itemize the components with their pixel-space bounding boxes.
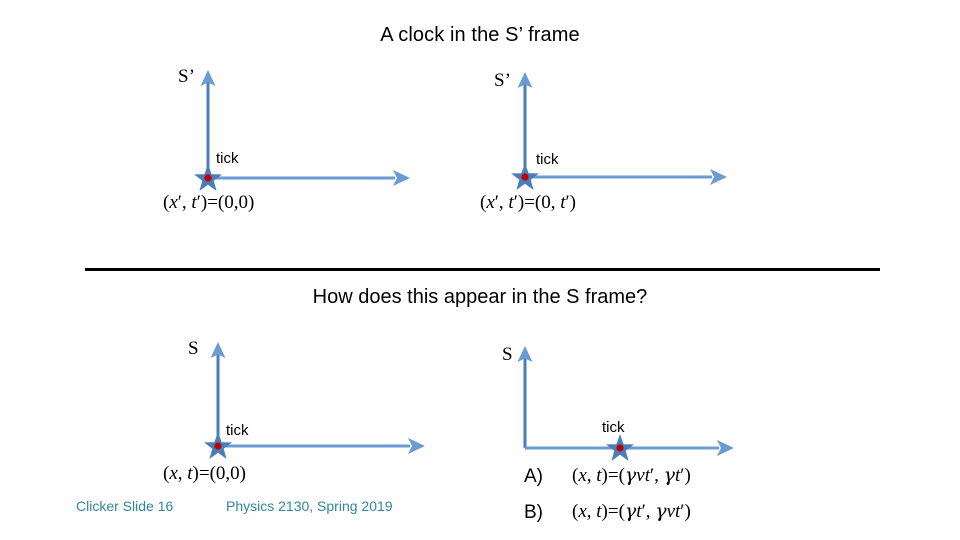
page-title: A clock in the S’ frame (380, 24, 580, 46)
axes-top-right (511, 72, 737, 190)
axes-top-left (194, 70, 420, 191)
tick-event-star (606, 434, 634, 461)
axes-bottom-left (204, 342, 440, 459)
question-text: How does this appear in the S frame? (312, 286, 648, 308)
frame-label-top-left: S’ (178, 66, 195, 87)
vertical-axis-arrowhead (200, 70, 216, 86)
answer-option-b-letter[interactable]: B) (524, 502, 543, 523)
horizontal-axis-arrowhead (393, 170, 410, 186)
answer-option-a-formula[interactable]: (x, t)=(γvt′, γt′) (572, 464, 691, 486)
footer-course-label: Physics 2130, Spring 2019 (226, 498, 393, 514)
horizontal-axis-arrowhead (710, 169, 727, 185)
vertical-axis-arrowhead (517, 72, 533, 88)
answer-option-a-letter[interactable]: A) (524, 466, 543, 487)
formula-bottom-left: (x, t)=(0,0) (163, 463, 246, 484)
vertical-axis-arrowhead (517, 346, 533, 362)
frame-label-bottom-right: S (502, 344, 513, 365)
tick-label-top-right: tick (536, 151, 559, 168)
tick-event-star (204, 432, 232, 459)
tick-event-star (511, 163, 539, 190)
vertical-axis-arrowhead (210, 342, 226, 358)
formula-top-right: (x′, t′)=(0, t′) (480, 192, 576, 213)
axes-bottom-right (512, 344, 747, 461)
tick-label-bottom-right: tick (602, 419, 625, 436)
tick-label-bottom-left: tick (226, 422, 249, 439)
horizontal-axis-arrowhead (408, 438, 425, 454)
footer-slide-number: Clicker Slide 16 (76, 498, 174, 514)
answer-option-b-formula[interactable]: (x, t)=(γt′, γvt′) (572, 500, 691, 522)
formula-top-left: (x′, t′)=(0,0) (163, 192, 255, 213)
tick-label-top-left: tick (216, 150, 239, 167)
frame-label-bottom-left: S (188, 338, 199, 359)
horizontal-axis-arrowhead (717, 440, 734, 456)
frame-label-top-right: S’ (494, 70, 511, 91)
tick-event-star (194, 164, 222, 191)
section-divider (85, 268, 880, 271)
